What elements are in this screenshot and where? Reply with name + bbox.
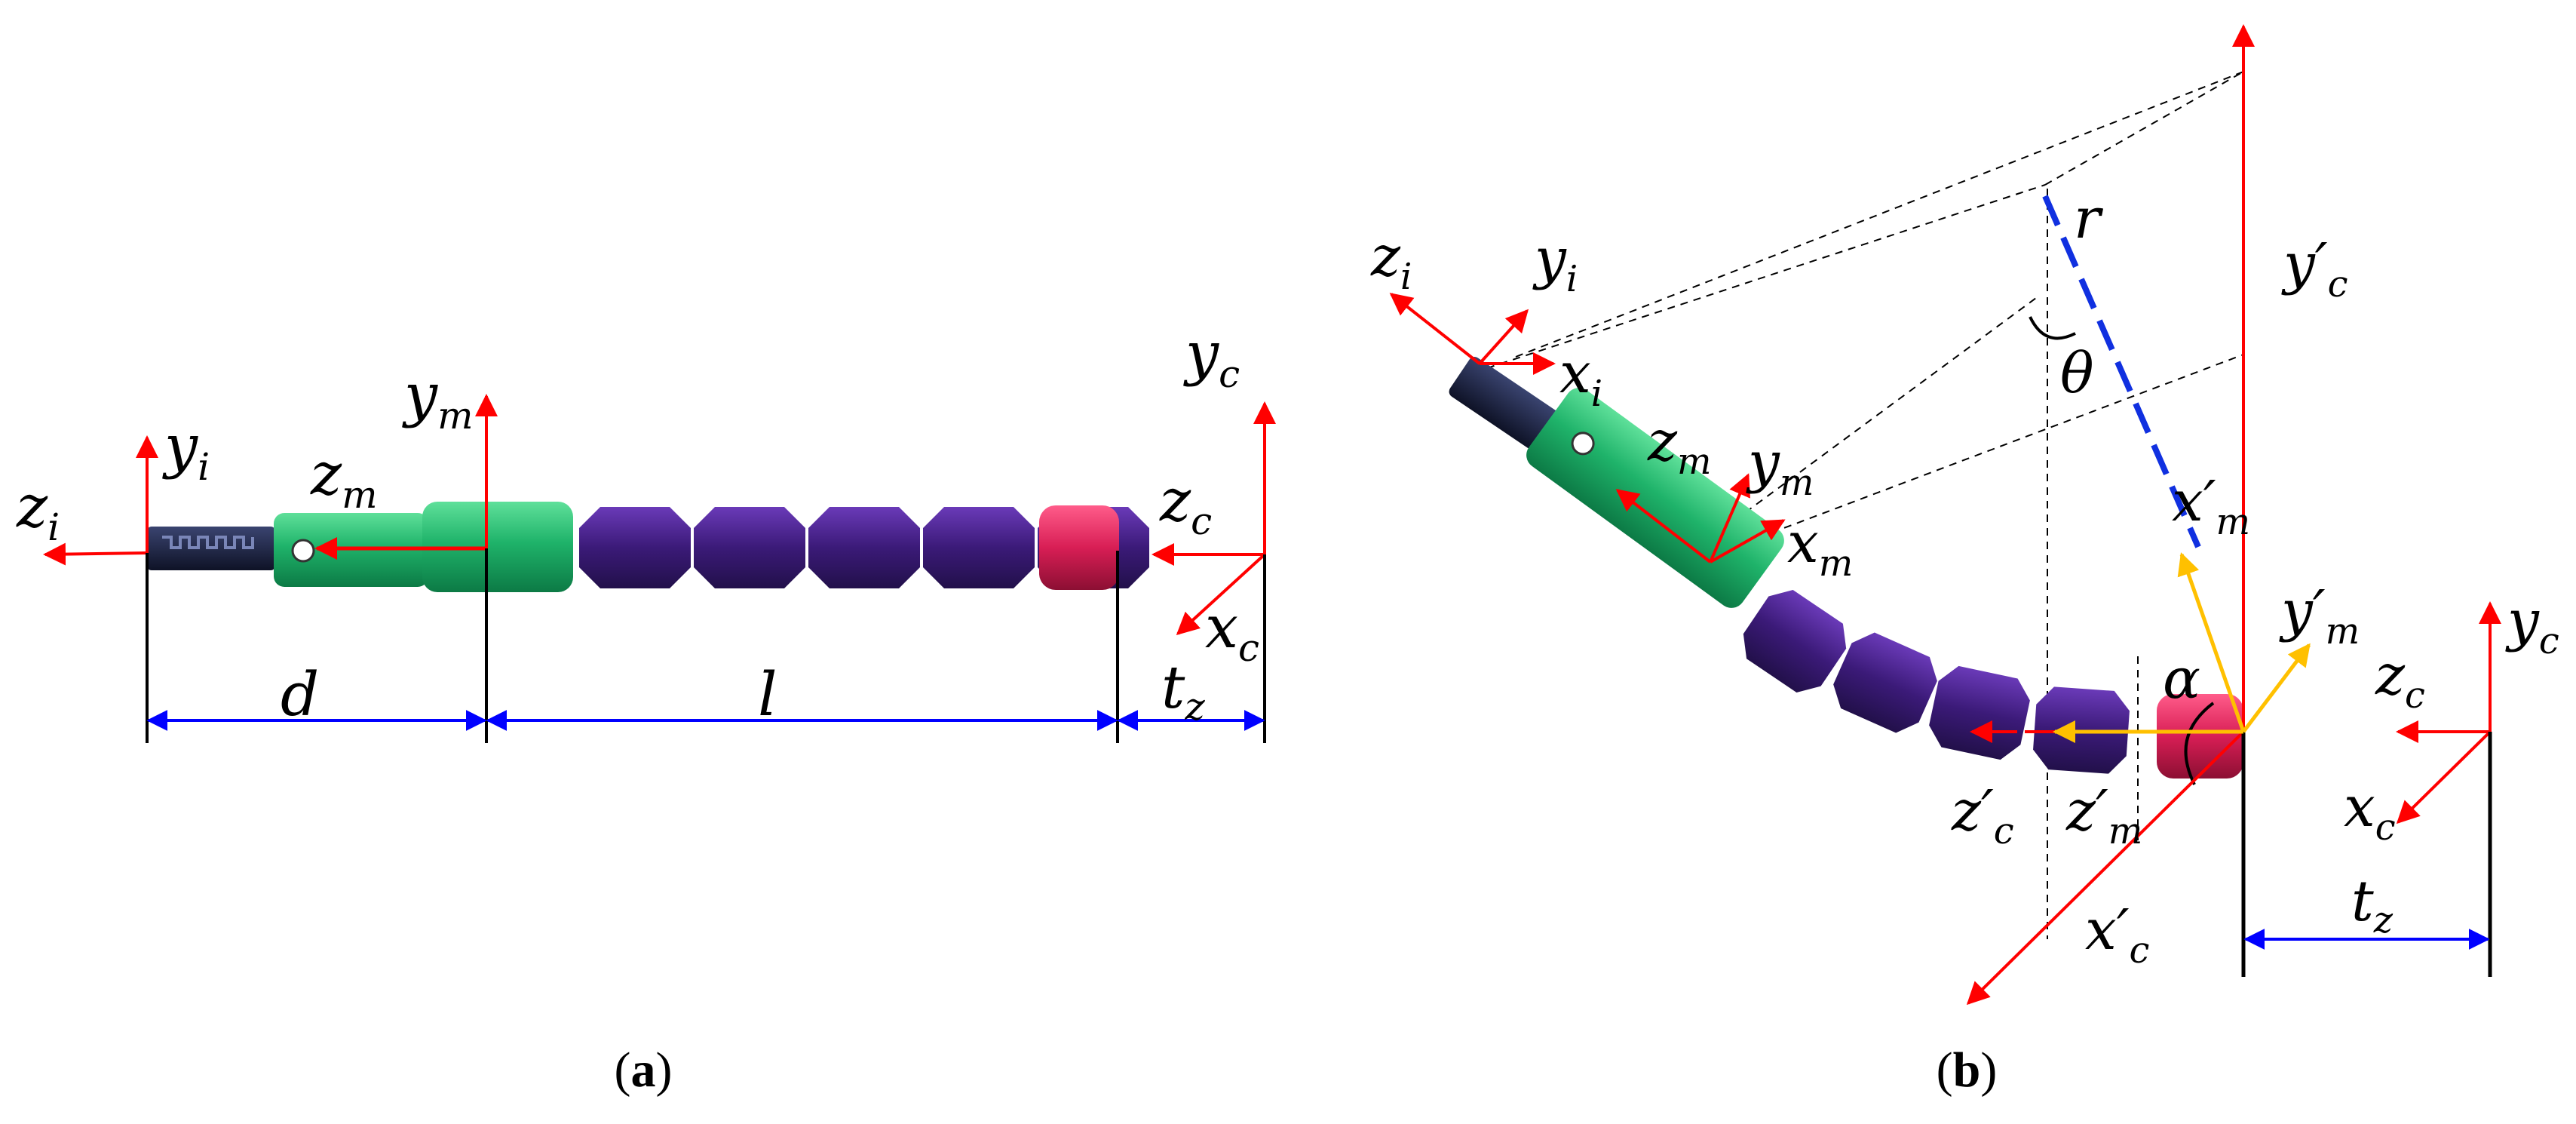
- label-y-m-prime: y′m: [2279, 579, 2360, 653]
- label-x-c-a: xc: [1205, 594, 1259, 670]
- panel-a-robot: [147, 502, 1149, 592]
- label-y-c-a: yc: [1183, 320, 1240, 396]
- continuum-segment: [579, 507, 691, 588]
- continuum-segment: [923, 507, 1035, 588]
- label-z-i-b: zi: [1370, 224, 1412, 298]
- base-ring-b: [2157, 694, 2243, 779]
- label-z-i-a: zi: [16, 473, 60, 549]
- label-t-z-b: tz: [2351, 869, 2394, 941]
- continuum-segment: [1743, 590, 1847, 693]
- label-z-c-prime: z′c: [1951, 779, 2014, 852]
- radius-line: [2042, 195, 2201, 548]
- axis-y-m-prime: [2242, 643, 2311, 733]
- axis-z-i-a: [43, 542, 148, 566]
- panel-a: yi zi zm ym yc zc xc d l tz (a): [16, 320, 1276, 1098]
- continuum-segment: [808, 507, 920, 588]
- panel-b: zi yi xi zm ym xm r θ α y′c x′m y′m z′c …: [1370, 24, 2559, 1098]
- label-x-m-prime: x′m: [2172, 469, 2250, 543]
- label-r: r: [2074, 186, 2104, 251]
- label-y-c-b: yc: [2505, 588, 2559, 662]
- alpha-arc: [2184, 702, 2215, 785]
- label-theta: θ: [2060, 341, 2094, 406]
- label-y-m-a: ym: [402, 361, 474, 438]
- gripper-b: [1449, 357, 1565, 455]
- label-l: l: [758, 659, 777, 729]
- label-x-m-b: xm: [1787, 511, 1853, 585]
- axis-x-c-a: [1176, 553, 1266, 636]
- axis-y-i-b: [1478, 309, 1529, 365]
- label-z-c-b: zc: [2375, 643, 2425, 717]
- label-t-z-a: tz: [1161, 654, 1205, 729]
- axis-x-c-b: [2396, 730, 2492, 825]
- label-y-c-prime: y′c: [2281, 232, 2348, 306]
- camera-body-b: [1526, 388, 1784, 608]
- label-x-c-prime: x′c: [2085, 898, 2149, 972]
- axis-x-m-b: [1710, 519, 1786, 564]
- label-y-i-b: yi: [1532, 226, 1578, 300]
- camera-body: [422, 502, 573, 592]
- axis-z-m-b: [1615, 489, 1712, 564]
- axis-y-m-b: [1709, 473, 1750, 563]
- label-x-c-b: xc: [2344, 775, 2396, 849]
- theta-arc: [2029, 316, 2076, 340]
- label-z-m-a: zm: [310, 441, 378, 517]
- construction-lines: [1486, 71, 2244, 939]
- base-ring: [1039, 505, 1119, 590]
- caption-a: (a): [615, 1043, 673, 1098]
- label-y-i-a: yi: [162, 413, 210, 489]
- caption-b: (b): [1937, 1043, 1998, 1098]
- label-z-c-a: zc: [1159, 467, 1212, 543]
- label-z-m-b: zm: [1647, 409, 1712, 483]
- label-alpha: α: [2163, 646, 2200, 711]
- camera-lens: [291, 539, 315, 563]
- continuum-segments-b: [1743, 590, 2130, 774]
- continuum-segment: [1833, 632, 1937, 733]
- label-y-m-b: ym: [1746, 430, 1814, 504]
- continuum-segment: [1929, 665, 2030, 760]
- label-z-m-prime: z′m: [2065, 779, 2142, 852]
- axis-x-c-prime: [1966, 730, 2245, 1006]
- axis-x-m-prime: [2177, 552, 2246, 732]
- label-x-i-b: xi: [1559, 341, 1602, 415]
- axis-z-i-b: [1389, 293, 1481, 365]
- continuum-segment: [694, 507, 805, 588]
- label-d: d: [281, 659, 319, 729]
- gripper-teeth: [162, 536, 254, 549]
